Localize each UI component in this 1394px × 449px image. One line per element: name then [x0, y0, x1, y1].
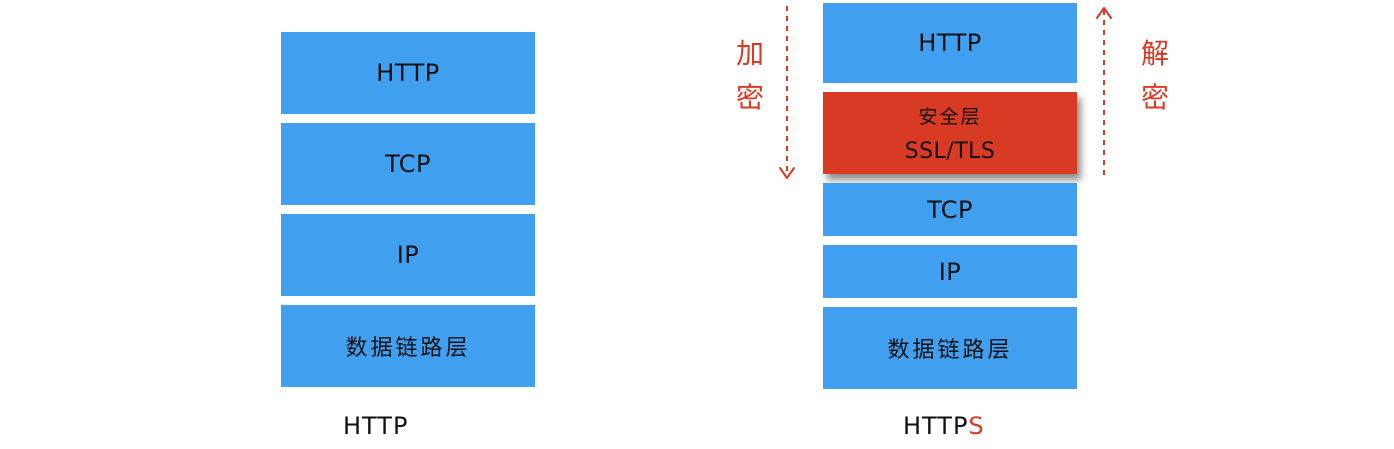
https-layer-tcp: TCP	[823, 183, 1077, 236]
https-layer-ip: IP	[823, 245, 1077, 298]
http-layer-tcp-label: TCP	[385, 150, 431, 178]
decrypt-char-1: 解	[1140, 37, 1169, 70]
https-caption: HTTPS	[903, 412, 985, 440]
http-layer-datalink: 数据链路层	[281, 305, 535, 387]
https-layer-security: 安全层 SSL/TLS	[823, 92, 1077, 174]
decrypt-char-2: 密	[1140, 81, 1169, 114]
security-layer-protocol: SSL/TLS	[904, 139, 996, 164]
https-layer-http-label: HTTP	[918, 29, 982, 57]
security-layer-title: 安全层	[918, 106, 982, 128]
encrypt-char-2: 密	[735, 81, 764, 114]
http-layer-http: HTTP	[281, 32, 535, 114]
encrypt-arrow	[779, 6, 795, 179]
encrypt-char-1: 加	[735, 37, 764, 70]
https-caption-suffix: S	[968, 412, 985, 440]
https-layer-datalink: 数据链路层	[823, 307, 1077, 389]
https-layer-tcp-label: TCP	[927, 195, 973, 224]
http-caption: HTTP	[343, 412, 408, 440]
https-layer-ip-label: IP	[938, 257, 962, 286]
http-layer-ip: IP	[281, 214, 535, 296]
http-layer-datalink-label: 数据链路层	[345, 336, 471, 361]
https-layer-http: HTTP	[823, 3, 1077, 83]
https-caption-prefix: HTTP	[903, 412, 969, 440]
http-layer-ip-label: IP	[396, 241, 420, 269]
http-caption-text: HTTP	[343, 412, 409, 440]
encrypt-label: 加 密	[730, 32, 770, 120]
http-layer-http-label: HTTP	[376, 59, 440, 87]
https-layer-datalink-label: 数据链路层	[887, 338, 1013, 363]
decrypt-arrow	[1096, 7, 1112, 180]
decrypt-label: 解 密	[1135, 32, 1175, 120]
http-layer-tcp: TCP	[281, 123, 535, 205]
